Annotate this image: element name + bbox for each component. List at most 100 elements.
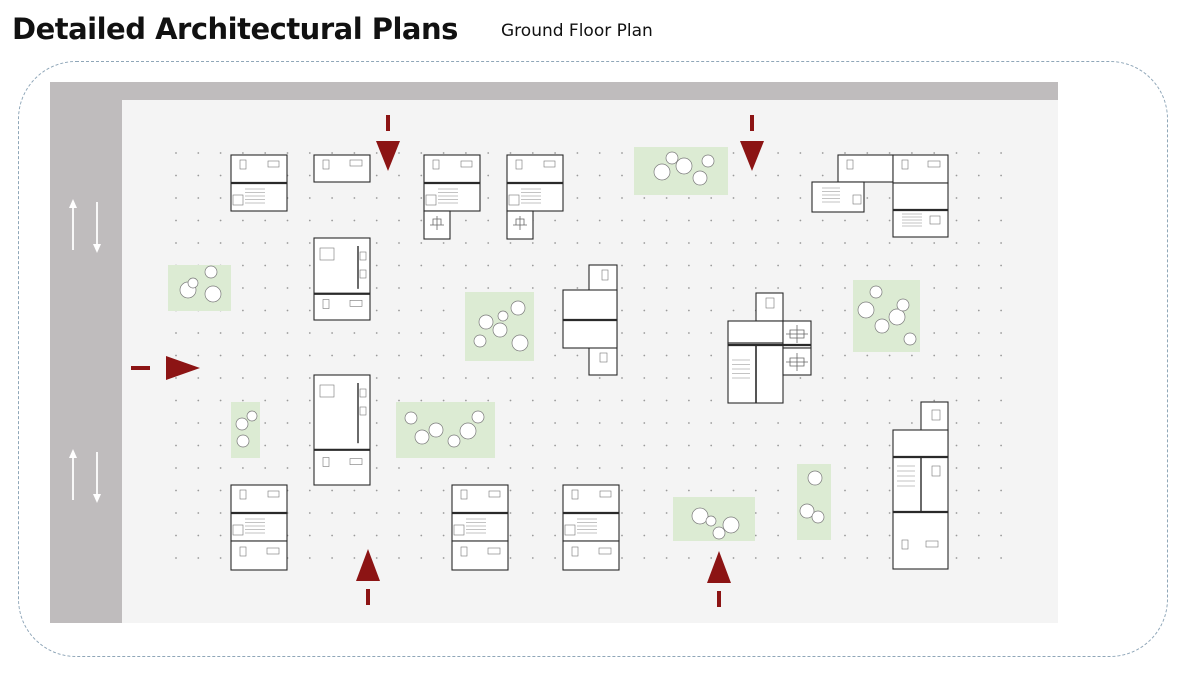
- building-unit: [451, 484, 509, 571]
- grid-dot: [732, 489, 735, 492]
- grid-dot: [554, 467, 556, 469]
- grid-dot: [799, 152, 802, 154]
- grid-dot: [398, 332, 400, 334]
- grid-dot: [933, 354, 936, 357]
- grid-dot: [554, 512, 556, 514]
- room: [313, 154, 371, 183]
- furniture: [488, 490, 501, 498]
- grid-dot: [732, 444, 735, 447]
- grid-dot: [197, 467, 200, 469]
- tree: [692, 170, 708, 186]
- grid-dot: [197, 219, 200, 222]
- grid-dot: [888, 264, 891, 267]
- grid-dot: [911, 422, 913, 424]
- grid-dot: [286, 219, 289, 222]
- grid-dot: [643, 557, 646, 559]
- grid-dot: [1000, 399, 1002, 402]
- grid-dot: [977, 467, 980, 469]
- arrow-icon: [131, 356, 200, 380]
- grid-dot: [732, 287, 735, 289]
- grid-dot: [665, 444, 668, 447]
- grid-dot: [554, 354, 556, 357]
- furniture: [432, 159, 440, 170]
- grid-dot: [888, 377, 891, 379]
- grid-dot: [375, 399, 378, 402]
- grid-dot: [821, 354, 824, 357]
- grid-dot: [331, 489, 333, 492]
- grid-dot: [621, 242, 623, 244]
- grid-dot: [509, 512, 512, 514]
- grid-dot: [531, 422, 534, 424]
- grid-dot: [442, 534, 445, 537]
- grid-dot: [219, 377, 222, 379]
- grid-dot: [732, 219, 735, 222]
- grid-dot: [308, 174, 311, 177]
- furniture: [359, 406, 367, 416]
- grid-dot: [643, 444, 646, 447]
- grid-dot: [821, 444, 824, 447]
- grid-dot: [308, 489, 311, 492]
- grid-dot: [442, 354, 445, 357]
- tree: [510, 300, 526, 316]
- grid-dot: [888, 197, 891, 199]
- grid-dot: [688, 219, 690, 222]
- grid-dot: [1000, 489, 1002, 492]
- grid-dot: [242, 242, 244, 244]
- grid-dot: [308, 467, 311, 469]
- tree: [204, 265, 218, 279]
- grid-dot: [576, 444, 579, 447]
- grid-dot: [643, 197, 646, 199]
- grid-dot: [242, 309, 244, 312]
- grid-dot: [977, 512, 980, 514]
- furniture: [598, 547, 612, 555]
- grid-dot: [420, 174, 423, 177]
- grid-dot: [442, 152, 445, 154]
- grid-dot: [598, 467, 601, 469]
- grid-dot: [465, 467, 467, 469]
- grid-dot: [955, 489, 958, 492]
- grid-dot: [621, 399, 623, 402]
- grid-dot: [264, 444, 267, 447]
- grid-dot: [197, 534, 200, 537]
- grid-dot: [665, 512, 668, 514]
- grid-dot: [509, 444, 512, 447]
- furniture: [359, 251, 367, 261]
- grid-dot: [286, 444, 289, 447]
- grid-dot: [442, 287, 445, 289]
- grid-dot: [308, 152, 311, 154]
- grid-dot: [420, 354, 423, 357]
- arrow-tail: [131, 366, 150, 370]
- grid-dot: [710, 332, 713, 334]
- furniture: [239, 489, 247, 500]
- grid-dot: [643, 377, 646, 379]
- furniture: [322, 457, 330, 467]
- tree: [722, 516, 740, 534]
- grid-dot: [888, 444, 891, 447]
- grid-dot: [688, 354, 690, 357]
- road-vertical: [50, 82, 122, 623]
- grid-dot: [754, 557, 757, 559]
- grid-dot: [598, 219, 601, 222]
- grid-dot: [754, 264, 757, 267]
- grid-dot: [531, 377, 534, 379]
- grid-dot: [777, 152, 779, 154]
- grid-dot: [375, 219, 378, 222]
- grid-dot: [732, 422, 735, 424]
- grid-dot: [487, 377, 490, 379]
- grid-dot: [933, 242, 936, 244]
- grid-dot: [420, 152, 423, 154]
- grid-dot: [977, 197, 980, 199]
- grid-dot: [531, 242, 534, 244]
- room: [230, 540, 288, 571]
- grid-dot: [665, 354, 668, 357]
- grid-dot: [554, 152, 556, 154]
- grid-dot: [710, 354, 713, 357]
- two-way-traffic-icon: [69, 449, 101, 503]
- grid-dot: [331, 197, 333, 199]
- grid-dot: [732, 152, 735, 154]
- grid-dot: [375, 242, 378, 244]
- grid-dot: [888, 512, 891, 514]
- grid-dot: [197, 174, 200, 177]
- building-unit: [562, 484, 620, 571]
